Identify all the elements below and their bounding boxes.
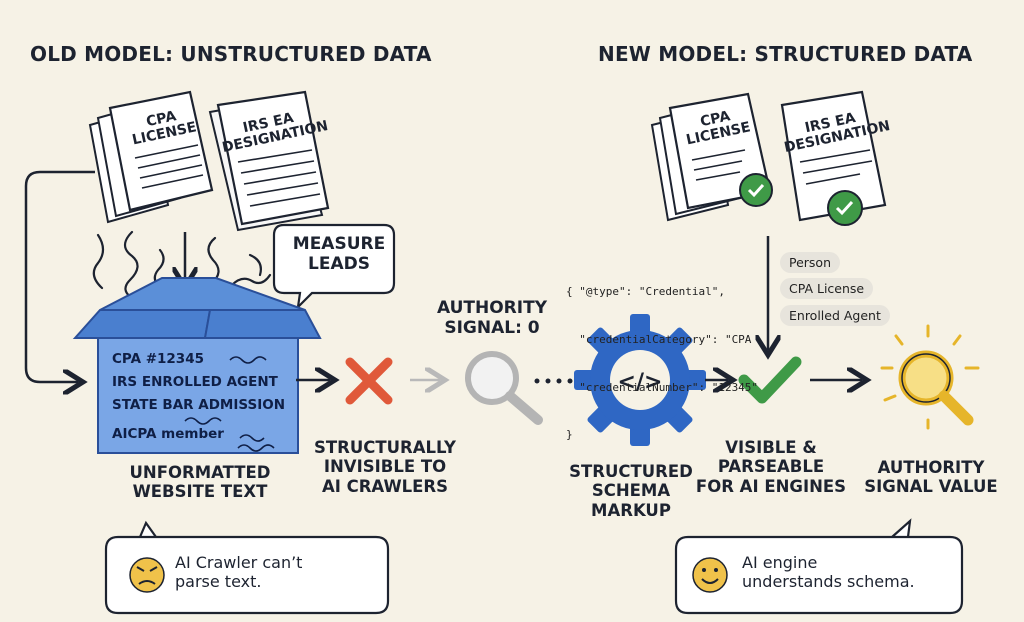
caption-unformatted-line1: UNFORMATTED: [129, 463, 271, 482]
caption-invisible-line1: STRUCTURALLY: [314, 438, 456, 457]
bubble-left-shape: [104, 520, 390, 615]
bubble-left-line2: parse text.: [175, 572, 262, 592]
website-box: [72, 277, 322, 454]
bubble-right-line1: AI engine: [742, 553, 818, 572]
caption-schema: STRUCTURED SCHEMA MARKUP: [556, 462, 706, 520]
caption-invisible-line2: INVISIBLE TO: [323, 457, 447, 477]
box-text: CPA #12345 IRS ENROLLED AGENT STATE BAR …: [112, 348, 285, 446]
caption-visible: VISIBLE & PARSEABLE FOR AI ENGINES: [688, 438, 854, 496]
chip-person: Person: [780, 252, 841, 273]
squiggle-lines: [92, 230, 272, 300]
caption-authority-value: AUTHORITY SIGNAL VALUE: [856, 458, 1006, 497]
svg-text:</>: </>: [618, 370, 663, 395]
measure-leads-line1: MEASURE: [292, 234, 386, 254]
caption-schema-line3: MARKUP: [591, 500, 671, 520]
box-line-cpa: CPA #12345: [112, 351, 204, 367]
caption-schema-line1: STRUCTURED: [569, 462, 693, 481]
caption-unformatted: UNFORMATTED WEBSITE TEXT: [100, 463, 300, 502]
bubble-right-text: AI engine understands schema.: [742, 553, 915, 591]
bubble-right-line2: understands schema.: [742, 572, 915, 592]
caption-unformatted-line2: WEBSITE TEXT: [132, 482, 268, 502]
magnifier-gold-icon: [880, 324, 980, 430]
box-line-irs: IRS ENROLLED AGENT: [112, 374, 278, 390]
schema-code-line4: }: [566, 428, 573, 442]
caption-visible-line3: FOR AI ENGINES: [695, 476, 847, 496]
old-model-title: OLD MODEL: UNSTRUCTURED DATA: [30, 42, 432, 66]
box-line-bar: STATE BAR ADMISSION: [112, 397, 285, 413]
new-docs-stack: [650, 90, 887, 226]
gear-icon: </>: [574, 314, 706, 446]
angry-face-icon: [129, 557, 165, 593]
authority-zero-line2: SIGNAL: 0: [444, 318, 540, 339]
chip-cpa-license: CPA License: [780, 278, 874, 299]
caption-invisible: STRUCTURALLY INVISIBLE TO AI CRAWLERS: [300, 438, 470, 496]
authority-zero-label: AUTHORITY SIGNAL: 0: [432, 298, 552, 339]
green-check-icon: [738, 356, 802, 404]
measure-leads-line2: LEADS: [308, 254, 370, 275]
chip-enrolled-agent: Enrolled Agent: [780, 305, 890, 326]
bubble-left-line1: AI Crawler can’t: [175, 553, 303, 572]
schema-code-line3: "credentialNumber": "12345": [566, 380, 759, 394]
box-line-aicpa: AICPA member: [112, 426, 224, 442]
bubble-left-text: AI Crawler can’t parse text.: [175, 553, 302, 591]
caption-invisible-line3: AI CRAWLERS: [321, 476, 449, 496]
old-docs-stack: [88, 90, 330, 232]
happy-face-icon: [692, 557, 728, 593]
caption-schema-line2: SCHEMA: [591, 481, 671, 501]
caption-authority-value-line1: AUTHORITY: [877, 458, 985, 477]
bubble-right-shape: [674, 518, 964, 615]
red-x-icon: [345, 357, 393, 405]
schema-code-line1: { "@type": "Credential",: [566, 284, 725, 298]
caption-visible-line1: VISIBLE &: [725, 438, 817, 457]
new-model-title: NEW MODEL: STRUCTURED DATA: [598, 42, 973, 66]
schema-code: { "@type": "Credential", "credentialCate…: [566, 252, 758, 459]
schema-code-line2: "credentialCategory": "CPA: [566, 332, 752, 346]
magnifier-grey-icon: [465, 351, 543, 425]
caption-visible-line2: PARSEABLE: [717, 457, 825, 477]
authority-zero-line1: AUTHORITY: [436, 298, 548, 318]
caption-authority-value-line2: SIGNAL VALUE: [864, 477, 998, 497]
measure-leads-bubble: MEASURE LEADS: [286, 234, 392, 275]
